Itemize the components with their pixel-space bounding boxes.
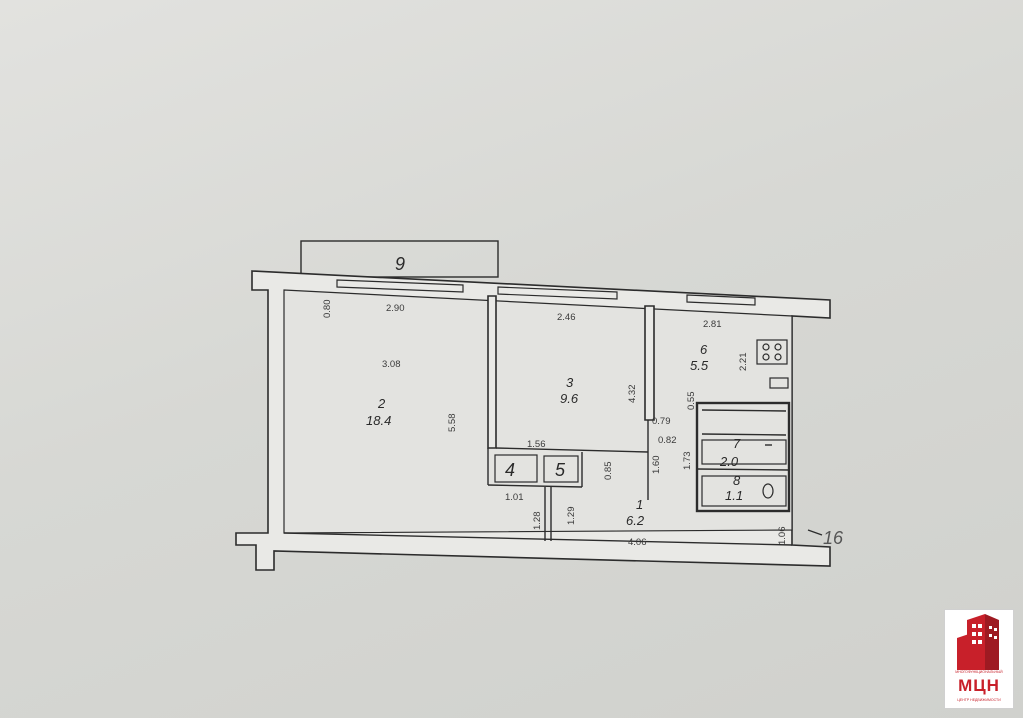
room-7-area: 2.0: [719, 454, 739, 469]
dim-label: 1.56: [527, 439, 546, 450]
marker-leader: [807, 529, 823, 536]
room-2-area: 18.4: [366, 413, 391, 428]
dim-label: 5.58: [447, 414, 458, 433]
dim-label: 1.06: [777, 527, 788, 546]
dim-label: 0.85: [603, 462, 614, 481]
room-2-number: 2: [377, 396, 386, 411]
dim-label: 2.21: [738, 353, 749, 372]
wall-room2-room3: [487, 295, 497, 449]
dim-label: 1.01: [505, 492, 524, 503]
room-4-number: 4: [505, 460, 515, 480]
dim-label: 2.90: [386, 303, 405, 314]
room-6-number: 6: [700, 342, 708, 357]
windows: [336, 279, 756, 306]
room-5-number: 5: [555, 460, 566, 480]
dim-label: 1.60: [651, 456, 662, 475]
room-3-number: 3: [566, 375, 574, 390]
wall-room3-bottom: [495, 447, 649, 453]
room-1-number: 1: [636, 497, 643, 512]
building-icon: [957, 614, 999, 670]
dim-label: 2.81: [703, 319, 722, 330]
dim-label: 4.32: [627, 385, 638, 404]
stove-icon: [756, 339, 788, 365]
bathtub: [701, 439, 787, 465]
room-1-area: 6.2: [626, 513, 645, 528]
dim-label: 2.46: [557, 312, 576, 323]
logo-tagline-top: МНОГОФУНКЦИОНАЛЬНЫЙ: [955, 670, 1003, 674]
dim-label: 1.29: [566, 507, 577, 526]
kitchen-sink: [769, 377, 789, 389]
dim-label: 1.28: [532, 512, 543, 531]
dim-label: 3.08: [382, 359, 401, 370]
marker-label: 16: [823, 528, 844, 548]
room-6-area: 5.5: [690, 358, 709, 373]
logo-text: МЦН: [958, 676, 1000, 695]
dim-label: 0.55: [686, 392, 697, 411]
closet-4: [494, 454, 538, 483]
room-8-area: 1.1: [725, 488, 743, 503]
room-8-number: 8: [733, 473, 741, 488]
dim-label: 0.79: [652, 416, 671, 427]
toilet-icon: [762, 483, 774, 499]
toilet-box: [701, 475, 787, 507]
wall-room3-room6: [644, 305, 655, 421]
room-3-area: 9.6: [560, 391, 579, 406]
company-logo: МНОГОФУНКЦИОНАЛЬНЫЙ МЦН ЦЕНТР НЕДВИЖИМОС…: [944, 609, 1014, 709]
dim-label: 1.73: [682, 452, 693, 471]
closet-5: [543, 455, 579, 483]
dim-label: 4.06: [628, 537, 647, 548]
logo-tagline-bottom: ЦЕНТР НЕДВИЖИМОСТИ: [957, 698, 1001, 702]
room-9-number: 9: [395, 254, 405, 274]
balcony-outline: [300, 240, 499, 278]
room-7-number: 7: [733, 436, 741, 451]
floor-area: [283, 289, 793, 534]
dim-label: 0.82: [658, 435, 677, 446]
bathroom-block: [695, 401, 791, 513]
dim-label: 0.80: [322, 300, 333, 319]
